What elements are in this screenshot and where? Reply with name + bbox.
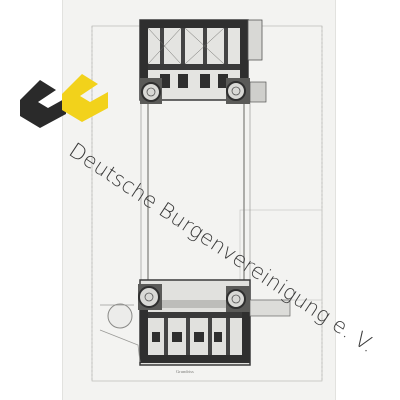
south-west-tower [138, 284, 162, 310]
courtyard-walls [140, 100, 251, 285]
north-east-tower [226, 78, 267, 104]
logo-yellow-mark [62, 74, 108, 122]
plan-caption: Grundriss [176, 369, 194, 374]
north-west-tower [140, 78, 162, 104]
deutsche-burgenvereinigung-logo [20, 74, 108, 128]
logo-dark-mark [20, 80, 66, 128]
south-east-tower [226, 286, 250, 312]
outer-bastion [99, 303, 141, 363]
